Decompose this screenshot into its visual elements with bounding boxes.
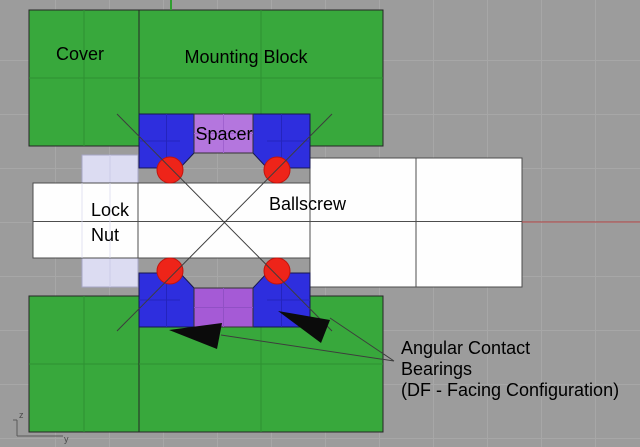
mounting-block-label: Mounting Block [184,47,308,67]
axis-icon-y-label: y [64,434,69,444]
cover-bottom-isocurves [29,296,139,432]
axis-icon-z-label: z [19,410,24,420]
shaft-parts [32,157,523,288]
part-labels: Cover Mounting Block Spacer Lock Nut Bal… [56,44,619,400]
ball-top-left[interactable] [156,156,184,184]
ballscrew-shaft[interactable] [137,182,311,259]
ball-bottom-left[interactable] [156,257,184,285]
ballscrew-label: Ballscrew [269,194,347,214]
ball-bottom-right[interactable] [263,257,291,285]
bearing-assembly-bottom [138,272,311,328]
annotation-line2: Bearings [401,359,472,379]
cover-label: Cover [56,44,104,64]
contact-angle-line-2 [116,113,333,332]
arrowhead-left [169,323,222,349]
annotation-line3: (DF - Facing Configuration) [401,380,619,400]
lock-nut-label-line2: Nut [91,225,119,245]
spacer-top-isocurves [194,114,253,153]
axis-icon: z y [13,410,69,444]
cover-top-isocurves [29,10,139,146]
lock-nut-hidden-edges [81,183,111,258]
leader-lines [220,317,395,362]
spacer-label: Spacer [195,124,252,144]
lock-nut-block[interactable] [32,182,139,259]
spacer-bottom-isocurves [194,288,253,327]
arrowhead-right [278,311,330,343]
axis-icon-lines [13,419,63,437]
bearing-assembly-top [138,113,311,169]
annotation-line1: Angular Contact [401,338,530,358]
lock-nut-label-line1: Lock [91,200,130,220]
